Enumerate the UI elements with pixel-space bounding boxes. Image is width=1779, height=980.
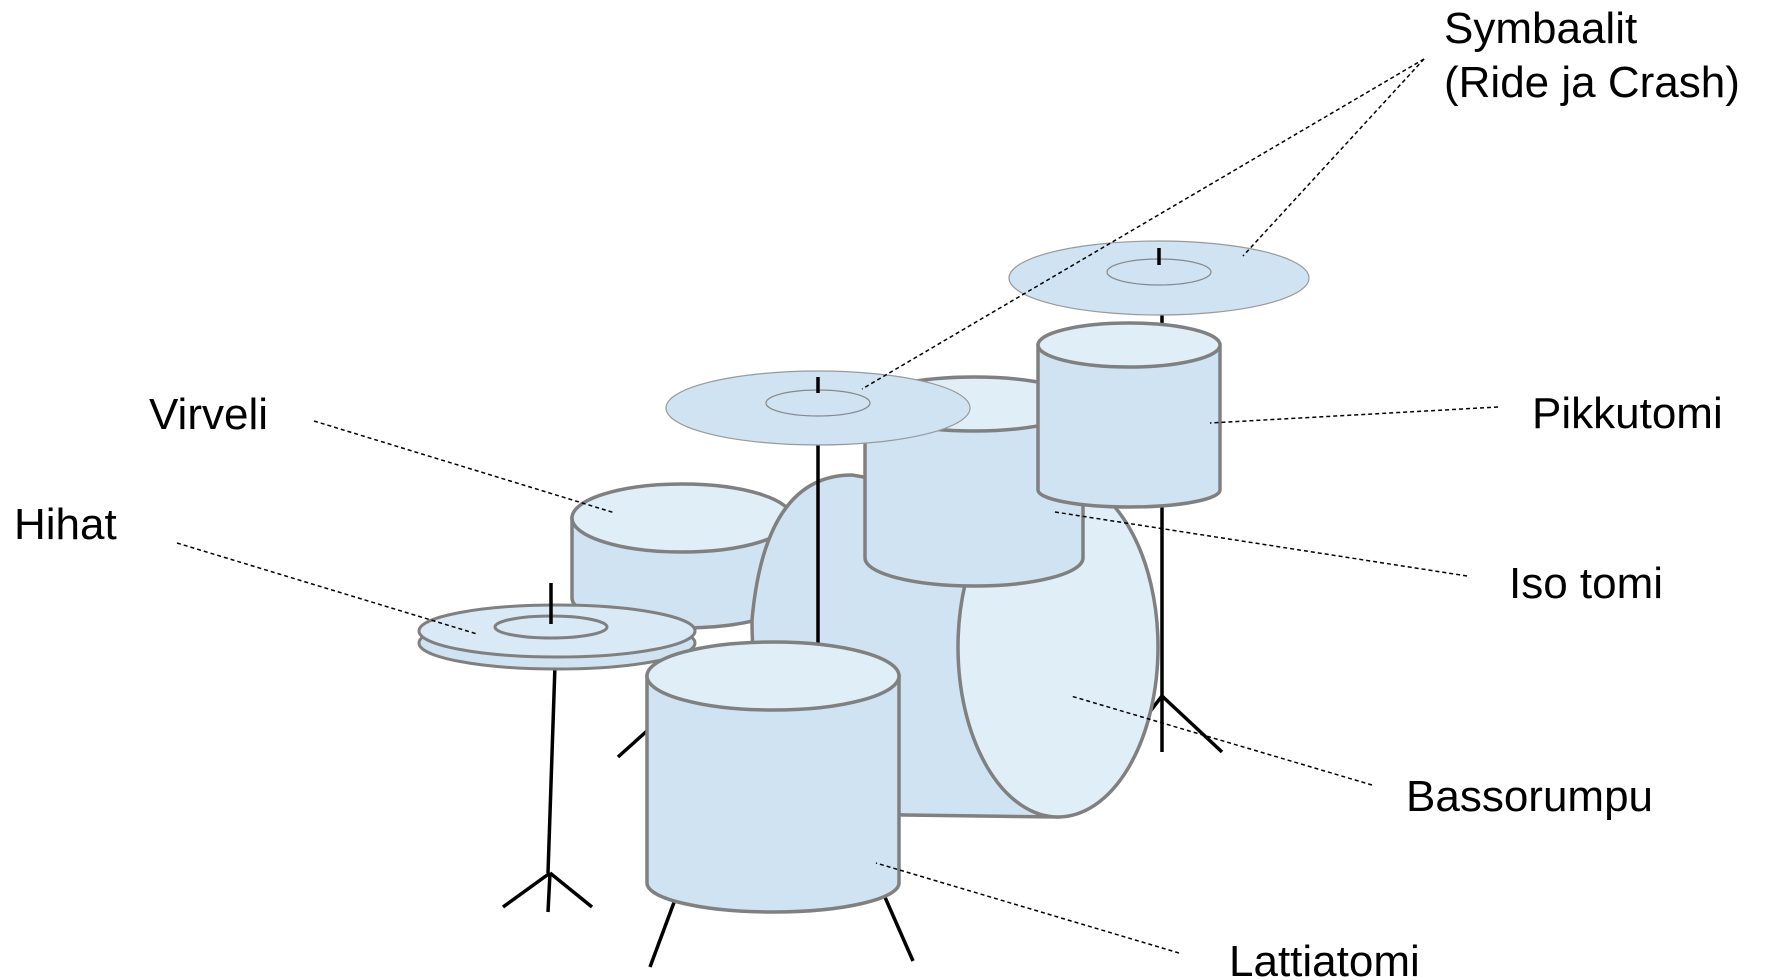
snare-stand-leg — [616, 728, 650, 759]
label-cymbals-line2: (Ride ja Crash) — [1444, 58, 1740, 107]
big-tom — [863, 375, 1085, 588]
right-cymbal — [1008, 240, 1310, 316]
label-big-tom: Iso tomi — [1509, 559, 1663, 608]
hihat — [417, 583, 697, 671]
leader-cymbals-left — [861, 58, 1425, 390]
leader-bass-drum — [1070, 695, 1373, 786]
label-bass-drum: Bassorumpu — [1406, 772, 1653, 821]
label-floor-tom: Lattiatomi — [1229, 937, 1420, 980]
label-small-tom: Pikkutomi — [1532, 389, 1723, 438]
leader-lines — [176, 58, 1499, 954]
leader-small-tom — [1209, 406, 1499, 424]
leader-floor-tom — [875, 862, 1180, 954]
left-cymbal — [665, 370, 971, 446]
leader-snare — [313, 420, 616, 514]
label-cymbals-line1: Symbaalit — [1444, 4, 1637, 53]
floor-tom — [645, 640, 915, 968]
small-tom — [1036, 321, 1222, 509]
label-snare: Virveli — [149, 390, 268, 439]
hihat-stand — [501, 664, 594, 913]
leader-cymbals-right — [1242, 58, 1425, 257]
label-hihat: Hihat — [14, 500, 117, 549]
leader-hihat — [176, 542, 478, 635]
